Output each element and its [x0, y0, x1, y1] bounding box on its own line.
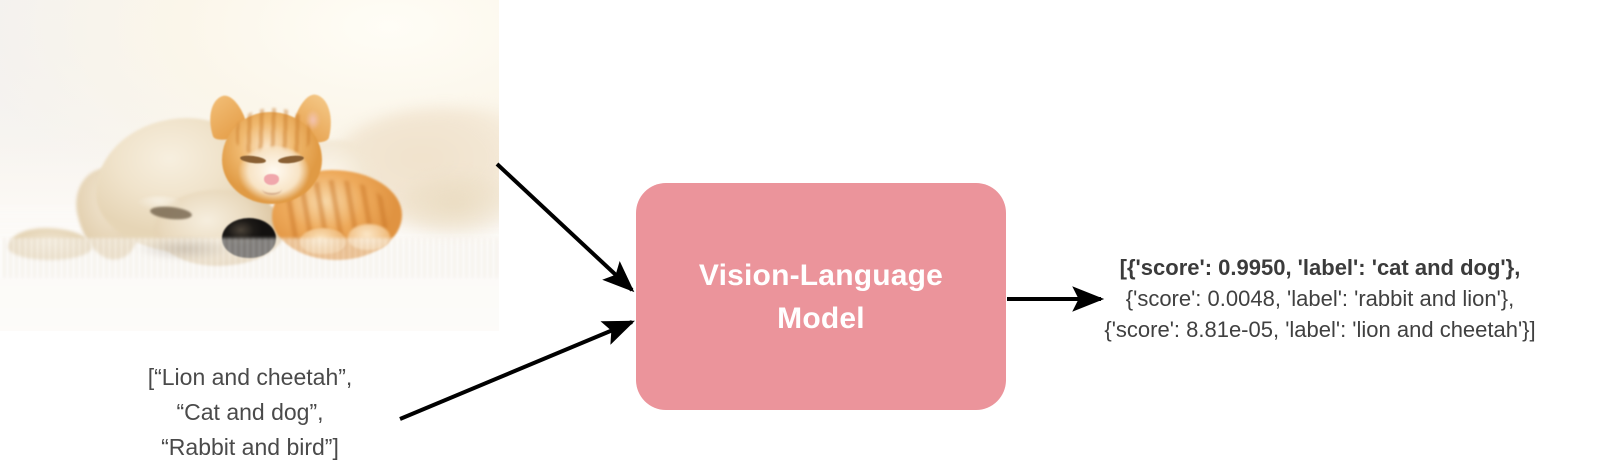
output-line-3: {'score': 8.81e-05, 'label': 'lion and c… — [1104, 317, 1536, 342]
arrow-image-to-model — [495, 162, 635, 293]
input-image-photo — [0, 0, 499, 331]
candidate-labels-line-1: [“Lion and cheetah”, — [147, 364, 353, 390]
kitten-nose-shape — [264, 174, 279, 185]
kitten-mouth-shape — [262, 183, 282, 195]
candidate-labels-text: [“Lion and cheetah”, “Cat and dog”, “Rab… — [60, 360, 440, 465]
model-label-line-1: Vision-Language — [698, 258, 944, 292]
model-output-text: [{'score': 0.9950, 'label': 'cat and dog… — [1060, 252, 1580, 345]
blanket-texture — [0, 238, 499, 278]
dog-hindquarters-shape — [400, 175, 499, 235]
output-line-1: [{'score': 0.9950, 'label': 'cat and dog… — [1119, 255, 1521, 280]
output-line-2: {'score': 0.0048, 'label': 'rabbit and l… — [1125, 286, 1515, 311]
candidate-labels-line-3: “Rabbit and bird”] — [161, 434, 339, 460]
candidate-labels-line-2: “Cat and dog”, — [176, 399, 324, 425]
vision-language-model-box: Vision-Language Model — [636, 183, 1006, 410]
model-box-label: Vision-Language Model — [699, 254, 943, 340]
model-label-line-2: Model — [777, 301, 865, 335]
